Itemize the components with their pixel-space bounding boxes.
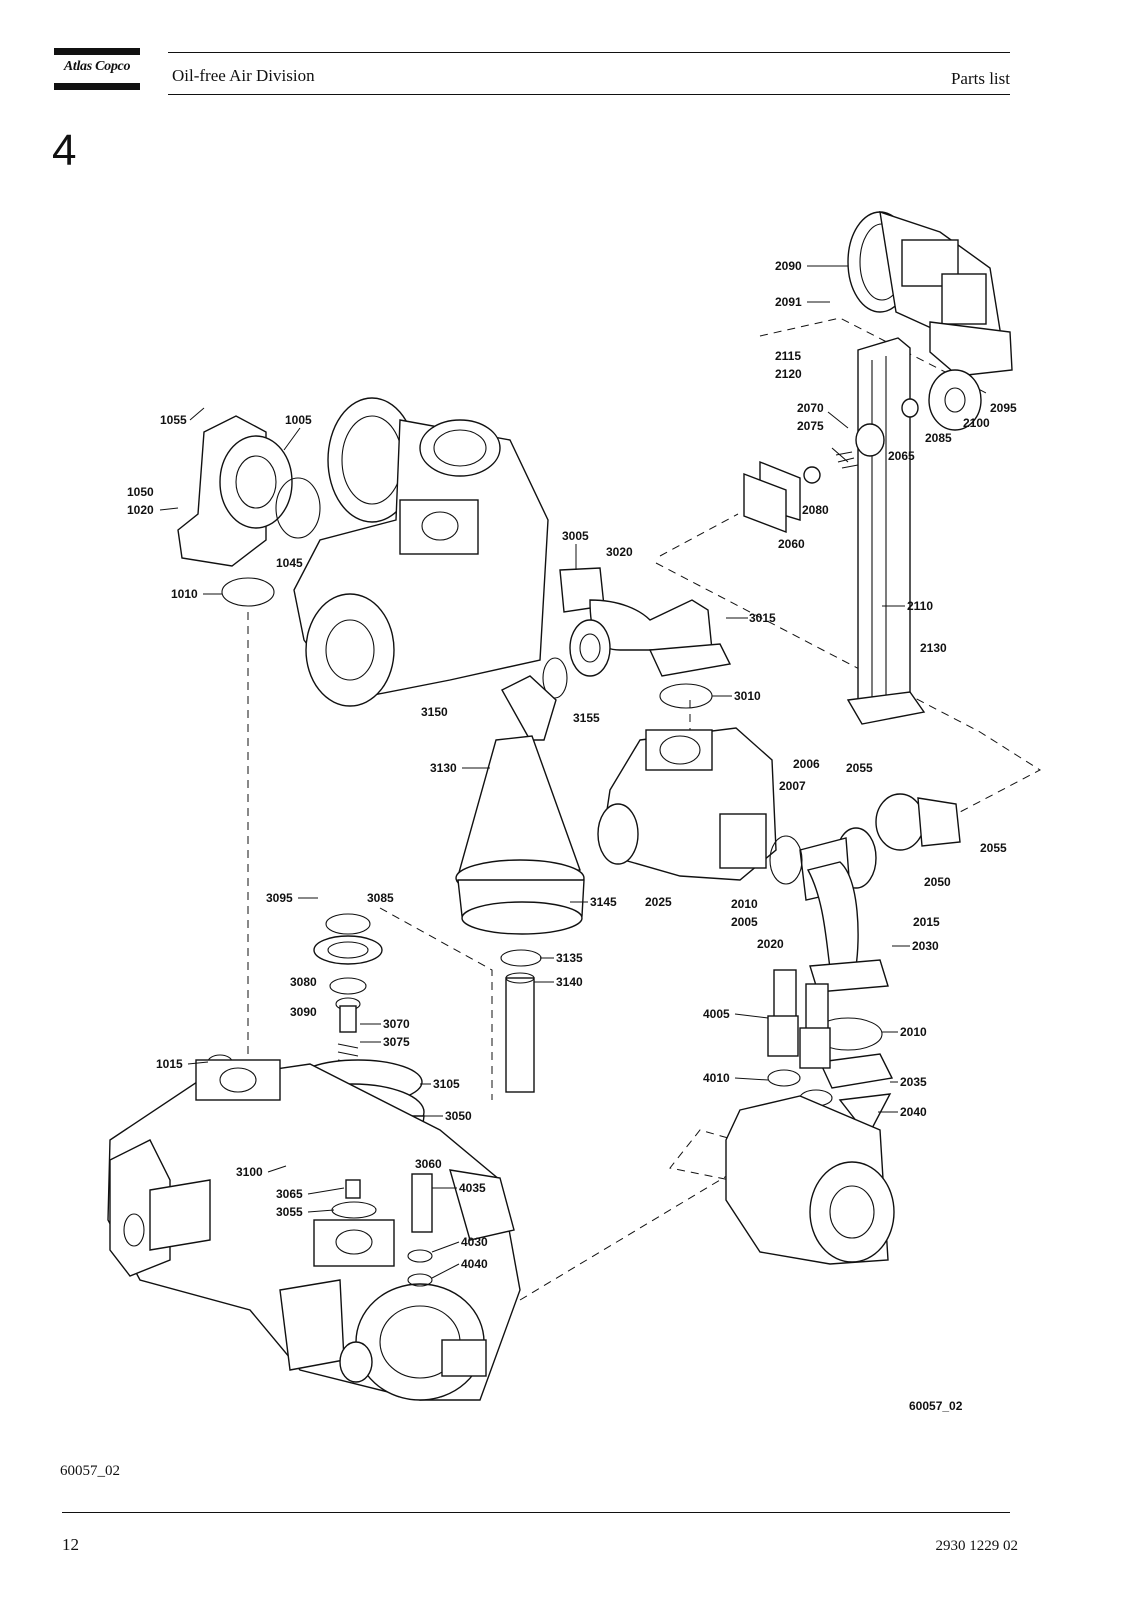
callout-3070: 3070 xyxy=(383,1017,410,1031)
callout-2120: 2120 xyxy=(775,367,802,381)
drive-motor-2090 xyxy=(847,210,1013,377)
callout-3100: 3100 xyxy=(236,1165,263,1179)
header-rule-bottom xyxy=(168,94,1010,95)
logo-bar-top xyxy=(54,48,140,55)
high-pressure-element xyxy=(597,727,777,881)
callout-2030: 2030 xyxy=(912,939,939,953)
callout-1050: 1050 xyxy=(127,485,154,499)
callout-3075: 3075 xyxy=(383,1035,410,1049)
figure-reference: 60057_02 xyxy=(60,1463,120,1479)
callout-2035: 2035 xyxy=(900,1075,927,1089)
header-rule-top xyxy=(168,52,1010,53)
callout-3140: 3140 xyxy=(556,975,583,989)
callout-3010: 3010 xyxy=(734,689,761,703)
callout-3150: 3150 xyxy=(421,705,448,719)
callout-3015: 3015 xyxy=(749,611,776,625)
callout-2055-right: 2055 xyxy=(980,841,1007,855)
callout-3090: 3090 xyxy=(290,1005,317,1019)
callout-4010: 4010 xyxy=(703,1071,730,1085)
callout-1005: 1005 xyxy=(285,413,312,427)
callout-2075: 2075 xyxy=(797,419,824,433)
callout-labels: 2090 2091 2115 2120 2070 2075 2095 2100 … xyxy=(127,259,1017,1413)
callout-2095: 2095 xyxy=(990,401,1017,415)
callout-2110: 2110 xyxy=(907,599,933,613)
callout-2060: 2060 xyxy=(778,537,805,551)
valve-flange-group xyxy=(743,369,982,534)
drawing-id: 60057_02 xyxy=(909,1399,963,1413)
callout-2080: 2080 xyxy=(802,503,829,517)
callout-2100: 2100 xyxy=(963,416,990,430)
callout-3020: 3020 xyxy=(606,545,633,559)
section-number: 4 xyxy=(52,126,77,175)
callout-3130: 3130 xyxy=(430,761,457,775)
lower-intercooler-assembly xyxy=(107,1054,521,1401)
callout-4040: 4040 xyxy=(461,1257,488,1271)
callout-2091: 2091 xyxy=(775,295,802,309)
document-number: 2930 1229 02 xyxy=(935,1538,1019,1554)
callout-2006: 2006 xyxy=(793,757,820,771)
outlet-housing-right xyxy=(725,1095,895,1265)
callout-1020: 1020 xyxy=(127,503,154,517)
callout-1045: 1045 xyxy=(276,556,303,570)
callout-3060: 3060 xyxy=(415,1157,442,1171)
callout-2007: 2007 xyxy=(779,779,806,793)
callout-2130: 2130 xyxy=(920,641,947,655)
logo-text: Atlas Copco xyxy=(63,59,131,74)
callout-4035: 4035 xyxy=(459,1181,486,1195)
callout-3050: 3050 xyxy=(445,1109,472,1123)
callout-2010-lower: 2010 xyxy=(900,1025,927,1039)
page-number: 12 xyxy=(62,1535,79,1554)
callout-3005: 3005 xyxy=(562,529,589,543)
callout-2065: 2065 xyxy=(888,449,915,463)
inlet-housing-1005 xyxy=(177,415,321,607)
callout-2020: 2020 xyxy=(757,937,784,951)
callout-2025: 2025 xyxy=(645,895,672,909)
callout-3145: 3145 xyxy=(590,895,617,909)
callout-1055: 1055 xyxy=(160,413,187,427)
support-stand-2110 xyxy=(846,337,926,725)
safety-valves-4005 xyxy=(767,969,833,1107)
callout-3095: 3095 xyxy=(266,891,293,905)
callout-3080: 3080 xyxy=(290,975,317,989)
callout-2070: 2070 xyxy=(797,401,824,415)
callout-2085: 2085 xyxy=(925,431,952,445)
compressor-element xyxy=(293,397,549,707)
callout-2005: 2005 xyxy=(731,915,758,929)
callout-3085: 3085 xyxy=(367,891,394,905)
callout-3055: 3055 xyxy=(276,1205,303,1219)
callout-3155: 3155 xyxy=(573,711,600,725)
callout-2040: 2040 xyxy=(900,1105,927,1119)
callout-1015: 1015 xyxy=(156,1057,183,1071)
cyclone-separator-3130 xyxy=(455,675,585,1093)
callout-2010: 2010 xyxy=(731,897,758,911)
atlas-copco-logo: Atlas Copco xyxy=(54,48,140,90)
callout-4030: 4030 xyxy=(461,1235,488,1249)
discharge-pipe-3005 xyxy=(542,567,732,709)
callout-2015: 2015 xyxy=(913,915,940,929)
callout-3065: 3065 xyxy=(276,1187,303,1201)
callout-2115: 2115 xyxy=(775,349,801,363)
callout-3105: 3105 xyxy=(433,1077,460,1091)
document-type: Parts list xyxy=(950,69,1010,88)
callout-1010: 1010 xyxy=(171,587,198,601)
callout-2050: 2050 xyxy=(924,875,951,889)
division-name: Oil-free Air Division xyxy=(172,66,315,85)
footer-rule xyxy=(62,1512,1010,1513)
callout-4005: 4005 xyxy=(703,1007,730,1021)
callout-2090: 2090 xyxy=(775,259,802,273)
callout-2055: 2055 xyxy=(846,761,873,775)
callout-3135: 3135 xyxy=(556,951,583,965)
discharge-elbow-2050 xyxy=(769,793,961,1138)
logo-bar-bottom xyxy=(54,83,140,90)
